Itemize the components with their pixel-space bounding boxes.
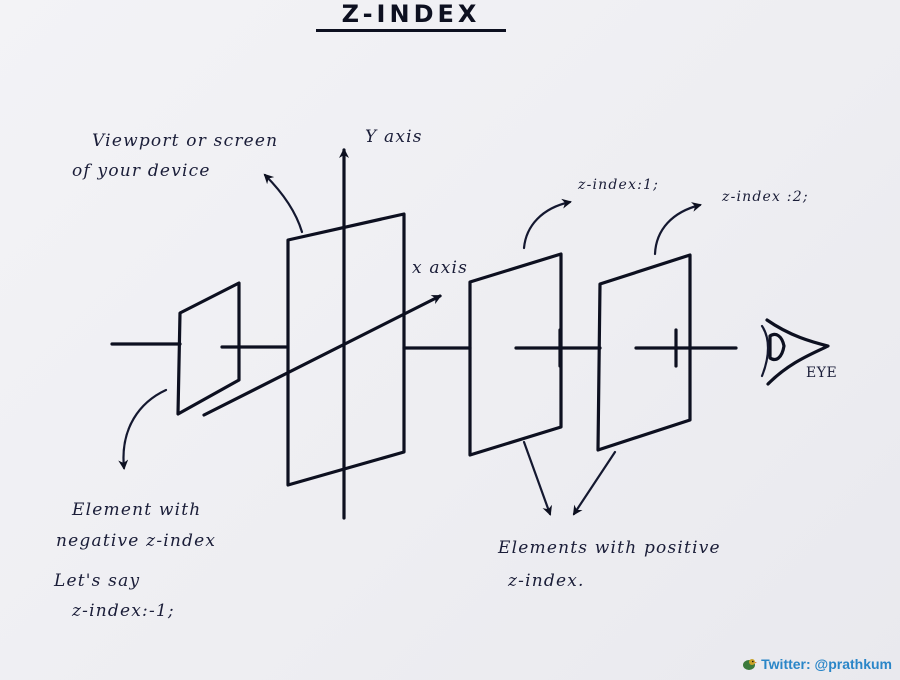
- z-index-2-arrow: [653, 202, 702, 256]
- viewport-label-line1: Viewport or screen: [92, 131, 279, 151]
- negative-element-label-line2: negative z-index: [56, 531, 217, 551]
- viewport-plane: [286, 212, 406, 487]
- x-axis-label: x axis: [412, 258, 469, 278]
- viewport-label-line2: of your device: [72, 161, 211, 181]
- eye-label: EYE: [806, 365, 838, 381]
- z-index-1-label: z-index:1;: [578, 177, 660, 193]
- positive-elements-label-line1: Elements with positive: [498, 538, 721, 558]
- negative-element-label-line1: Element with: [72, 500, 202, 520]
- title-underline: [316, 29, 506, 32]
- bird-icon: [743, 659, 758, 670]
- negative-z-element-plane: [176, 281, 241, 416]
- z-index-2-plane: [596, 253, 692, 452]
- twitter-credit-text: Twitter: @prathkum: [761, 656, 892, 672]
- eye-icon: [760, 318, 830, 386]
- negative-element-arrow: [118, 388, 168, 470]
- positive-element-arrow-1: [522, 440, 552, 516]
- z-index-2-label: z-index :2;: [722, 189, 809, 205]
- twitter-credit[interactable]: Twitter: @prathkum: [741, 656, 892, 672]
- positive-elements-label-line2: z-index.: [508, 571, 585, 591]
- z-axis: [110, 342, 738, 350]
- z-index-1-plane: [468, 252, 563, 457]
- z-index-1-arrow: [522, 198, 572, 250]
- viewport-arrow: [263, 173, 304, 234]
- positive-element-arrow-2: [572, 450, 617, 516]
- negative-element-label-line3: Let's say: [54, 571, 141, 591]
- negative-element-label-line4: z-index:-1;: [72, 601, 175, 621]
- y-axis-label: Y axis: [365, 127, 423, 147]
- x-axis: [202, 294, 442, 417]
- diagram-title: Z-INDEX: [341, 0, 481, 28]
